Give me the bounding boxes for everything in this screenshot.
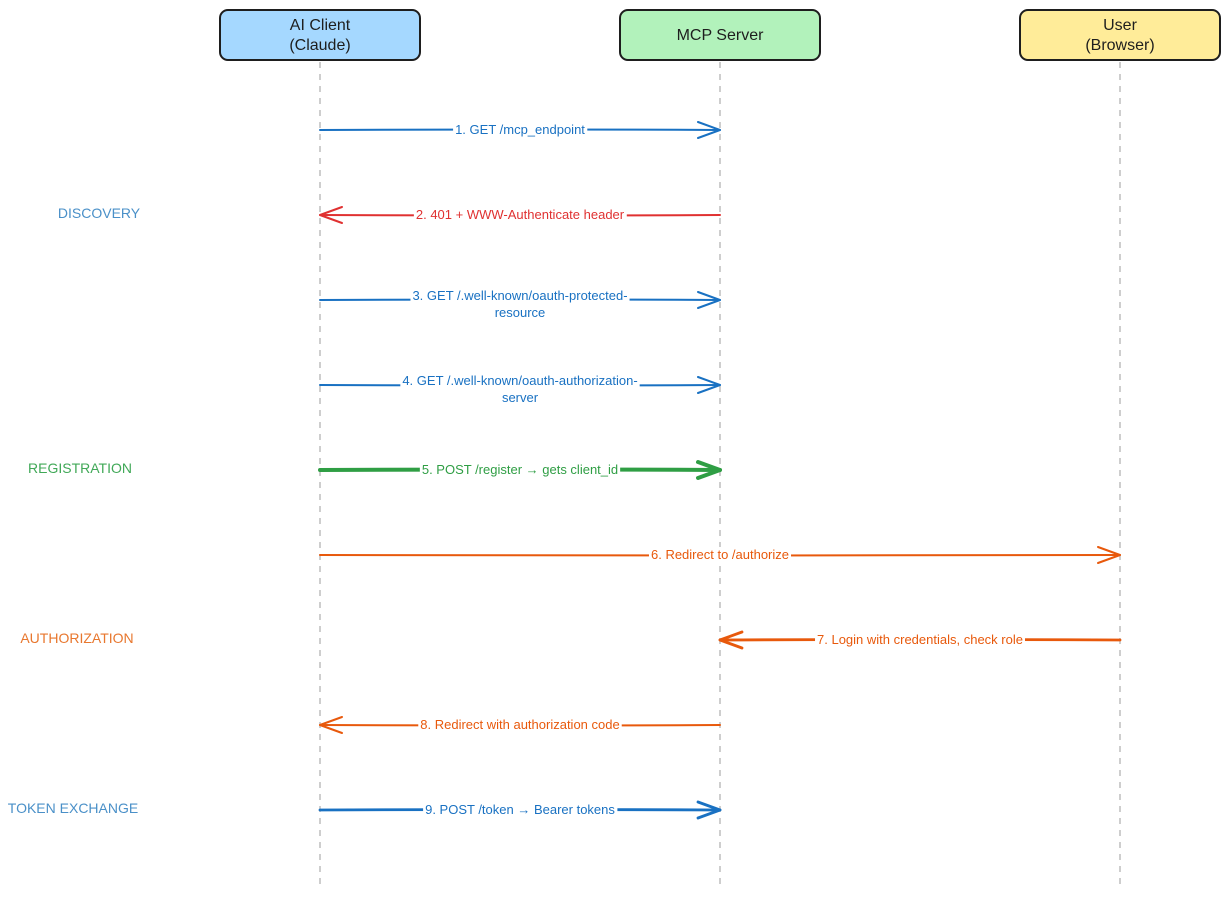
message-label: 5. POST /register → gets client_id	[419, 462, 621, 477]
message-label: 7. Login with credentials, check role	[815, 632, 1025, 647]
label-backdrop	[423, 802, 618, 817]
message-6: 6. Redirect to /authorize	[319, 546, 1121, 564]
message-label: 9. POST /token → Bearer tokens	[423, 802, 618, 817]
message-5: 5. POST /register → gets client_id	[318, 460, 722, 480]
message-label: 4. GET /.well-known/oauth-authorization-…	[400, 373, 640, 405]
arrowhead	[319, 716, 343, 734]
message-label: 6. Redirect to /authorize	[648, 547, 792, 562]
actors: AI Client (Claude) MCP Server User (Browser)	[219, 9, 1221, 61]
message-label-line: 6. Redirect to /authorize	[651, 547, 789, 562]
message-label: 2. 401 + WWW-Authenticate header	[413, 207, 627, 222]
arrowhead	[697, 291, 721, 309]
actor-box	[619, 9, 821, 61]
label-backdrop	[410, 288, 630, 303]
arrowhead	[697, 121, 721, 139]
message-label-line: 2. 401 + WWW-Authenticate header	[416, 207, 625, 222]
lifelines	[319, 62, 1121, 885]
actor-label: User	[1103, 17, 1137, 34]
actor-server: MCP Server	[619, 9, 821, 61]
actor-label: (Browser)	[1085, 37, 1154, 54]
label-backdrop	[400, 373, 640, 388]
label-backdrop	[492, 305, 548, 320]
label-backdrop	[413, 207, 627, 222]
arrowhead	[696, 800, 722, 820]
phase-label: AUTHORIZATION	[20, 630, 133, 646]
arrowhead	[697, 376, 721, 394]
message-label-line: resource	[495, 305, 546, 320]
phase-label: DISCOVERY	[58, 205, 141, 221]
messages: 1. GET /mcp_endpoint 2. 401 + WWW-Authent…	[318, 121, 1122, 820]
message-8: 8. Redirect with authorization code	[319, 716, 721, 734]
message-label-line: 8. Redirect with authorization code	[420, 717, 619, 732]
message-7: 7. Login with credentials, check role	[718, 630, 1122, 650]
actor-box	[219, 9, 421, 61]
label-backdrop	[453, 122, 588, 137]
arrowhead	[696, 460, 722, 480]
phase-label: REGISTRATION	[28, 460, 132, 476]
message-label: 3. GET /.well-known/oauth-protected-reso…	[410, 288, 630, 320]
message-4: 4. GET /.well-known/oauth-authorization-…	[319, 373, 721, 405]
arrowhead	[319, 206, 343, 224]
message-label-line: server	[502, 390, 539, 405]
message-label-line: 1. GET /mcp_endpoint	[455, 122, 585, 137]
actor-label: AI Client	[290, 17, 351, 34]
message-label-line: 7. Login with credentials, check role	[817, 632, 1023, 647]
message-label: 8. Redirect with authorization code	[418, 717, 622, 732]
message-9: 9. POST /token → Bearer tokens	[318, 800, 722, 820]
message-2: 2. 401 + WWW-Authenticate header	[319, 206, 721, 224]
message-label-line: 5. POST /register → gets client_id	[422, 462, 618, 477]
label-backdrop	[648, 547, 792, 562]
phase-label: TOKEN EXCHANGE	[8, 800, 138, 816]
actor-client: AI Client (Claude)	[219, 9, 421, 61]
label-backdrop	[419, 462, 621, 477]
message-label-line: 4. GET /.well-known/oauth-authorization-	[402, 373, 637, 388]
actor-label: MCP Server	[677, 27, 765, 44]
message-3: 3. GET /.well-known/oauth-protected-reso…	[319, 288, 721, 320]
message-label-line: 9. POST /token → Bearer tokens	[425, 802, 615, 817]
label-backdrop	[499, 390, 541, 405]
message-label: 1. GET /mcp_endpoint	[453, 122, 588, 137]
phase-labels: DISCOVERY REGISTRATION AUTHORIZATION TOKEN …	[8, 205, 141, 816]
arrowhead	[718, 630, 744, 650]
arrowhead	[1097, 546, 1121, 564]
actor-box	[1019, 9, 1221, 61]
message-1: 1. GET /mcp_endpoint	[319, 121, 721, 139]
message-label-line: 3. GET /.well-known/oauth-protected-	[412, 288, 627, 303]
label-backdrop	[815, 632, 1025, 647]
actor-user: User (Browser)	[1019, 9, 1221, 61]
actor-label: (Claude)	[289, 37, 350, 54]
label-backdrop	[418, 717, 622, 732]
